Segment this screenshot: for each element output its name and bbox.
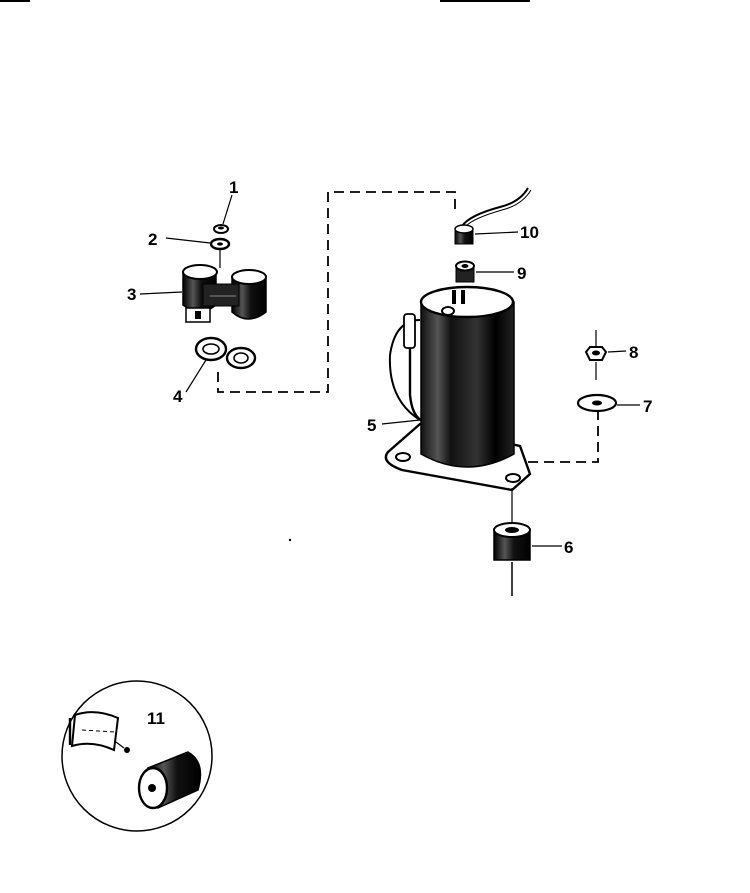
dashed-path-gasket-to-terminal	[217, 191, 456, 393]
leader-10	[474, 231, 519, 235]
part-6-mounting-grommet	[493, 488, 531, 596]
callout-6: 6	[564, 538, 573, 557]
leader-8	[607, 350, 627, 353]
leader-1	[222, 194, 233, 225]
leader-4	[185, 359, 207, 393]
part-7-washer	[576, 393, 618, 413]
part-4-gasket	[194, 336, 257, 370]
callout-9: 9	[517, 264, 526, 283]
part-1-nut	[213, 224, 229, 234]
callout-4: 4	[173, 387, 183, 406]
callout-3: 3	[127, 285, 136, 304]
part-3-relay-overload	[182, 264, 267, 323]
dashed-path-base-to-washer	[512, 412, 599, 463]
callout-5: 5	[367, 416, 376, 435]
callout-11: 11	[147, 709, 165, 728]
part-5-compressor	[384, 285, 532, 492]
callout-8: 8	[629, 343, 638, 362]
part-9-grommet	[455, 260, 475, 283]
callout-7: 7	[643, 397, 652, 416]
callout-2: 2	[148, 230, 157, 249]
part-11-inset	[61, 680, 213, 832]
callout-1: 1	[229, 178, 238, 197]
stray-mark	[288, 538, 292, 542]
leader-2	[165, 237, 211, 244]
part-2-washer	[209, 237, 231, 251]
part-8-nut	[584, 330, 608, 380]
callout-10: 10	[520, 223, 539, 242]
leader-3	[139, 291, 183, 295]
leader-5	[381, 419, 421, 425]
part-10-terminal-cover	[454, 187, 532, 245]
